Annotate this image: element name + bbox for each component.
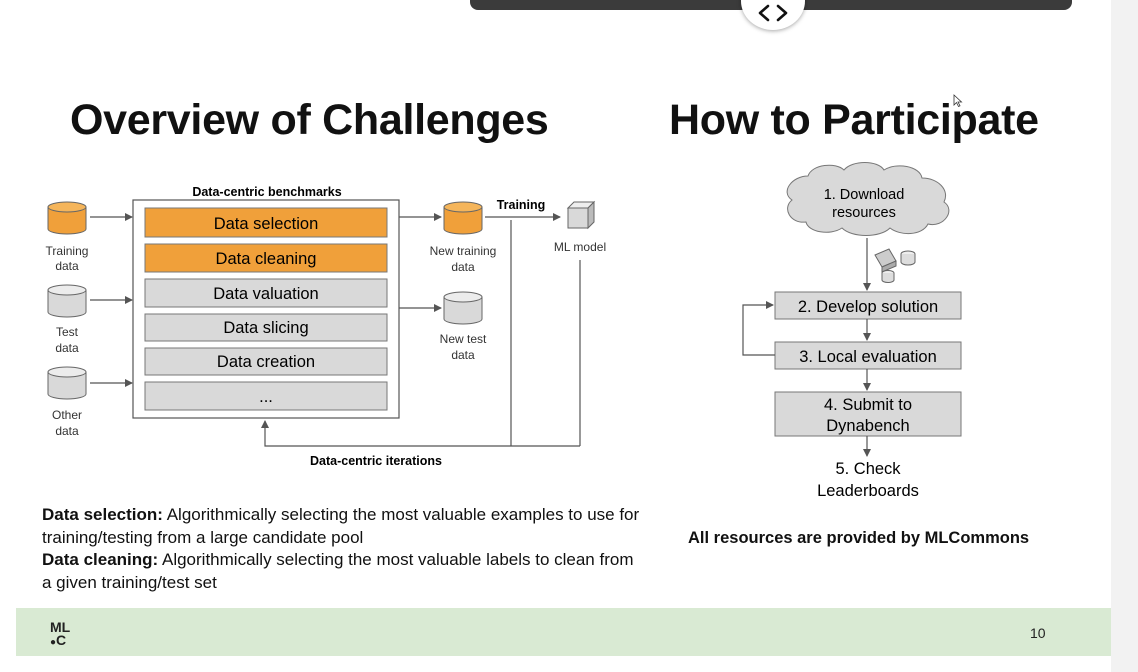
benchmark-box-more: ... (144, 381, 388, 411)
slide-footer (16, 608, 1111, 656)
benchmark-box-slicing: Data slicing (144, 313, 388, 342)
svg-text:resources: resources (832, 205, 896, 221)
benchmark-label: Data valuation (213, 285, 319, 303)
iterations-label: Data-centric iterations (310, 454, 442, 468)
svg-text:New training: New training (430, 244, 497, 258)
svg-text:data: data (451, 260, 475, 274)
ml-model-label: ML model (554, 240, 606, 254)
benchmark-label: Data cleaning (216, 250, 317, 268)
svg-text:data: data (451, 348, 475, 362)
svg-text:Other: Other (52, 408, 82, 422)
scroll-gutter (1111, 0, 1138, 672)
new-training-data-cylinder: New training data (430, 201, 497, 274)
svg-text:New test: New test (440, 332, 487, 346)
svg-text:Test: Test (56, 325, 79, 339)
training-label: Training (497, 198, 546, 212)
mlcommons-logo: ML ●C (50, 619, 71, 648)
data-shapes-icon (874, 248, 916, 283)
new-test-data-cylinder: New test data (440, 291, 487, 362)
description-cleaning: Data cleaning: Algorithmically selecting… (42, 550, 634, 592)
svg-text:4. Submit to: 4. Submit to (824, 396, 912, 414)
benchmark-label: Data slicing (223, 319, 308, 337)
test-data-cylinder: Test data (47, 284, 87, 355)
page-number: 10 (1030, 625, 1046, 641)
step-check-leaderboards: 5. Check (835, 460, 901, 478)
benchmark-box-cleaning: Data cleaning (144, 243, 388, 273)
step-check-leaderboards-2: Leaderboards (817, 482, 919, 500)
step-local-evaluation: 3. Local evaluation (774, 341, 962, 370)
step-develop-solution: 2. Develop solution (774, 291, 962, 320)
resources-note: All resources are provided by MLCommons (688, 529, 1030, 547)
svg-text:2. Develop solution: 2. Develop solution (798, 298, 938, 316)
benchmarks-header: Data-centric benchmarks (192, 185, 341, 199)
description-selection: Data selection: Algorithmically selectin… (42, 505, 640, 547)
step-submit-dynabench: 4. Submit to Dynabench (774, 391, 962, 437)
benchmark-label: Data selection (214, 215, 319, 233)
descriptions: Data selection: Algorithmically selectin… (42, 504, 642, 594)
svg-text:data: data (55, 341, 79, 355)
benchmark-label: Data creation (217, 353, 315, 371)
loop-back-arrow (742, 301, 775, 356)
other-data-cylinder: Other data (47, 366, 87, 438)
svg-text:data: data (55, 259, 79, 273)
code-brackets-icon (758, 4, 788, 22)
svg-text:Training: Training (46, 244, 89, 258)
benchmark-label: ... (259, 388, 273, 406)
download-cloud: 1. Download resources (786, 162, 950, 236)
svg-text:1. Download: 1. Download (824, 187, 905, 203)
loop-return-arrow (261, 420, 580, 447)
svg-text:data: data (55, 424, 79, 438)
benchmark-box-selection: Data selection (144, 207, 388, 238)
svg-text:3. Local evaluation: 3. Local evaluation (799, 348, 937, 366)
ml-model-cube-icon (566, 200, 596, 230)
benchmark-box-creation: Data creation (144, 347, 388, 376)
title-participate: How to Participate (669, 96, 1039, 144)
title-overview: Overview of Challenges (70, 96, 549, 144)
svg-text:Dynabench: Dynabench (826, 417, 909, 435)
mouse-cursor-icon (953, 94, 963, 108)
training-data-cylinder: Training data (46, 201, 89, 273)
benchmark-box-valuation: Data valuation (144, 278, 388, 308)
